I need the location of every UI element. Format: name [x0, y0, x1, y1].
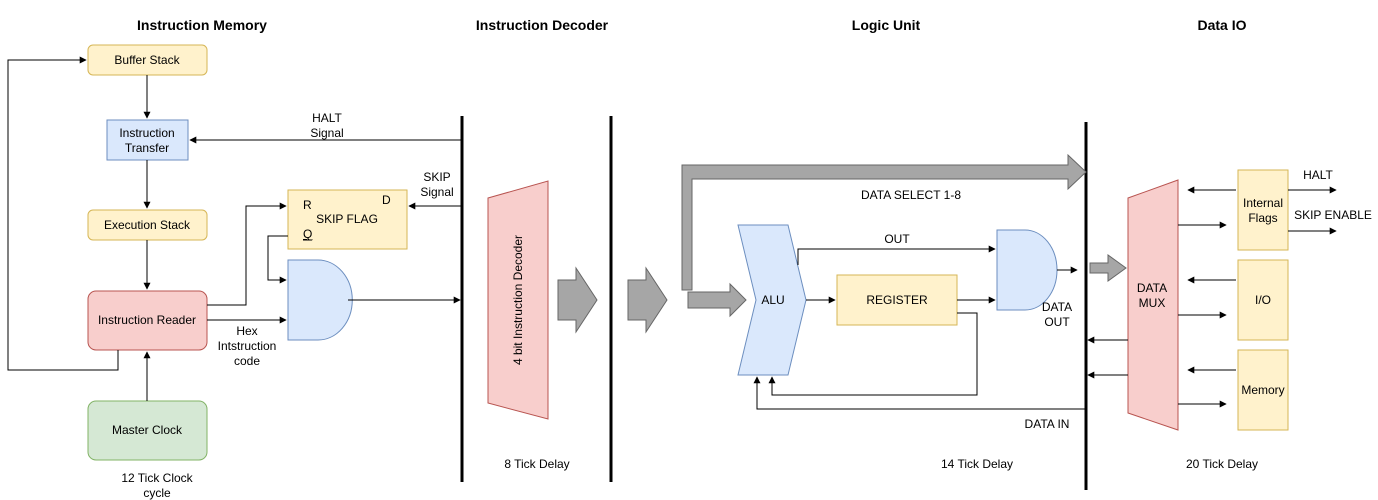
decoder-delay-label: 8 Tick Delay [504, 457, 569, 471]
arrow-skip-q-to-gate [267, 235, 288, 284]
arrow-into-mux [1089, 254, 1127, 282]
skip-flag-block[interactable]: R D SKIP FLAG Q [287, 189, 408, 250]
data-select-arrow [681, 153, 1087, 291]
buffer-stack-block[interactable]: Buffer Stack [87, 44, 208, 76]
arrow-into-alu [687, 282, 747, 318]
execution-stack-block[interactable]: Execution Stack [87, 209, 208, 241]
arrow-decoder-out [557, 266, 598, 334]
skip-signal-label-line1: SKIP [423, 170, 450, 184]
alu-label: ALU [761, 293, 784, 307]
data-out-label-line2: OUT [1044, 315, 1070, 329]
data-mux-block[interactable]: DATA MUX [1127, 179, 1179, 431]
and-gate-memory [287, 259, 353, 341]
halt-out-label: HALT [1303, 168, 1333, 182]
memory-block[interactable]: Memory [1237, 349, 1289, 431]
and-gate-logic [996, 229, 1058, 311]
arrow-reader-loop-to-buffer [7, 56, 119, 371]
io-label: I/O [1255, 293, 1271, 307]
halt-signal-label-line1: HALT [312, 111, 342, 125]
internal-flags-label-line1: Internal [1243, 196, 1283, 210]
decoder-label: 4 bit Instruction Decoder [511, 235, 525, 365]
skip-flag-d-label: D [382, 193, 391, 207]
skip-flag-q-label: Q [303, 227, 312, 241]
hex-label-line2: Intstruction [218, 339, 277, 353]
header-logic-unit: Logic Unit [852, 17, 921, 33]
data-out-label-line1: DATA [1042, 300, 1072, 314]
arrow-register-feedback [768, 312, 978, 396]
clock-cycle-label-line2: cycle [143, 486, 171, 500]
instruction-transfer-label-line2: Transfer [125, 141, 169, 155]
skip-flag-label: SKIP FLAG [316, 212, 378, 226]
data-mux-label-line1: DATA [1137, 281, 1167, 295]
memory-label: Memory [1241, 383, 1284, 397]
out-label: OUT [884, 232, 910, 246]
register-block[interactable]: REGISTER [836, 274, 958, 326]
halt-signal-label-line2: Signal [310, 126, 343, 140]
buffer-stack-label: Buffer Stack [114, 53, 180, 67]
header-instruction-decoder: Instruction Decoder [476, 17, 609, 33]
instruction-reader-label: Instruction Reader [98, 313, 196, 327]
data-in-label: DATA IN [1025, 417, 1070, 431]
hex-label-line3: code [234, 354, 260, 368]
header-instruction-memory: Instruction Memory [137, 17, 267, 33]
io-block[interactable]: I/O [1237, 259, 1289, 341]
instruction-reader-block[interactable]: Instruction Reader [87, 290, 208, 351]
register-label: REGISTER [866, 293, 928, 307]
alu-block[interactable]: ALU [737, 224, 807, 376]
skip-signal-label-line2: Signal [420, 185, 453, 199]
hex-label-line1: Hex [236, 324, 257, 338]
arrow-logic-in [627, 266, 668, 334]
data-select-label: DATA SELECT 1-8 [861, 188, 961, 202]
data-mux-label-line2: MUX [1139, 296, 1166, 310]
header-data-io: Data IO [1197, 17, 1246, 33]
arrow-alu-out-to-gate [797, 245, 996, 265]
skip-flag-r-label: R [303, 198, 312, 212]
instruction-decoder-block[interactable]: 4 bit Instruction Decoder [487, 180, 549, 420]
instruction-transfer-block[interactable]: Instruction Transfer [106, 119, 189, 161]
clock-cycle-label-line1: 12 Tick Clock [121, 471, 193, 485]
internal-flags-block[interactable]: Internal Flags [1237, 169, 1289, 251]
instruction-transfer-label-line1: Instruction [119, 126, 174, 140]
execution-stack-label: Execution Stack [104, 218, 191, 232]
internal-flags-label-line2: Flags [1248, 211, 1277, 225]
master-clock-label: Master Clock [112, 423, 183, 437]
io-delay-label: 20 Tick Delay [1186, 457, 1258, 471]
arrow-data-in [753, 376, 1086, 410]
master-clock-block[interactable]: Master Clock [87, 400, 208, 461]
arrow-reader-to-skip-flag [207, 202, 287, 306]
skip-enable-label: SKIP ENABLE [1294, 208, 1372, 222]
logic-delay-label: 14 Tick Delay [941, 457, 1013, 471]
